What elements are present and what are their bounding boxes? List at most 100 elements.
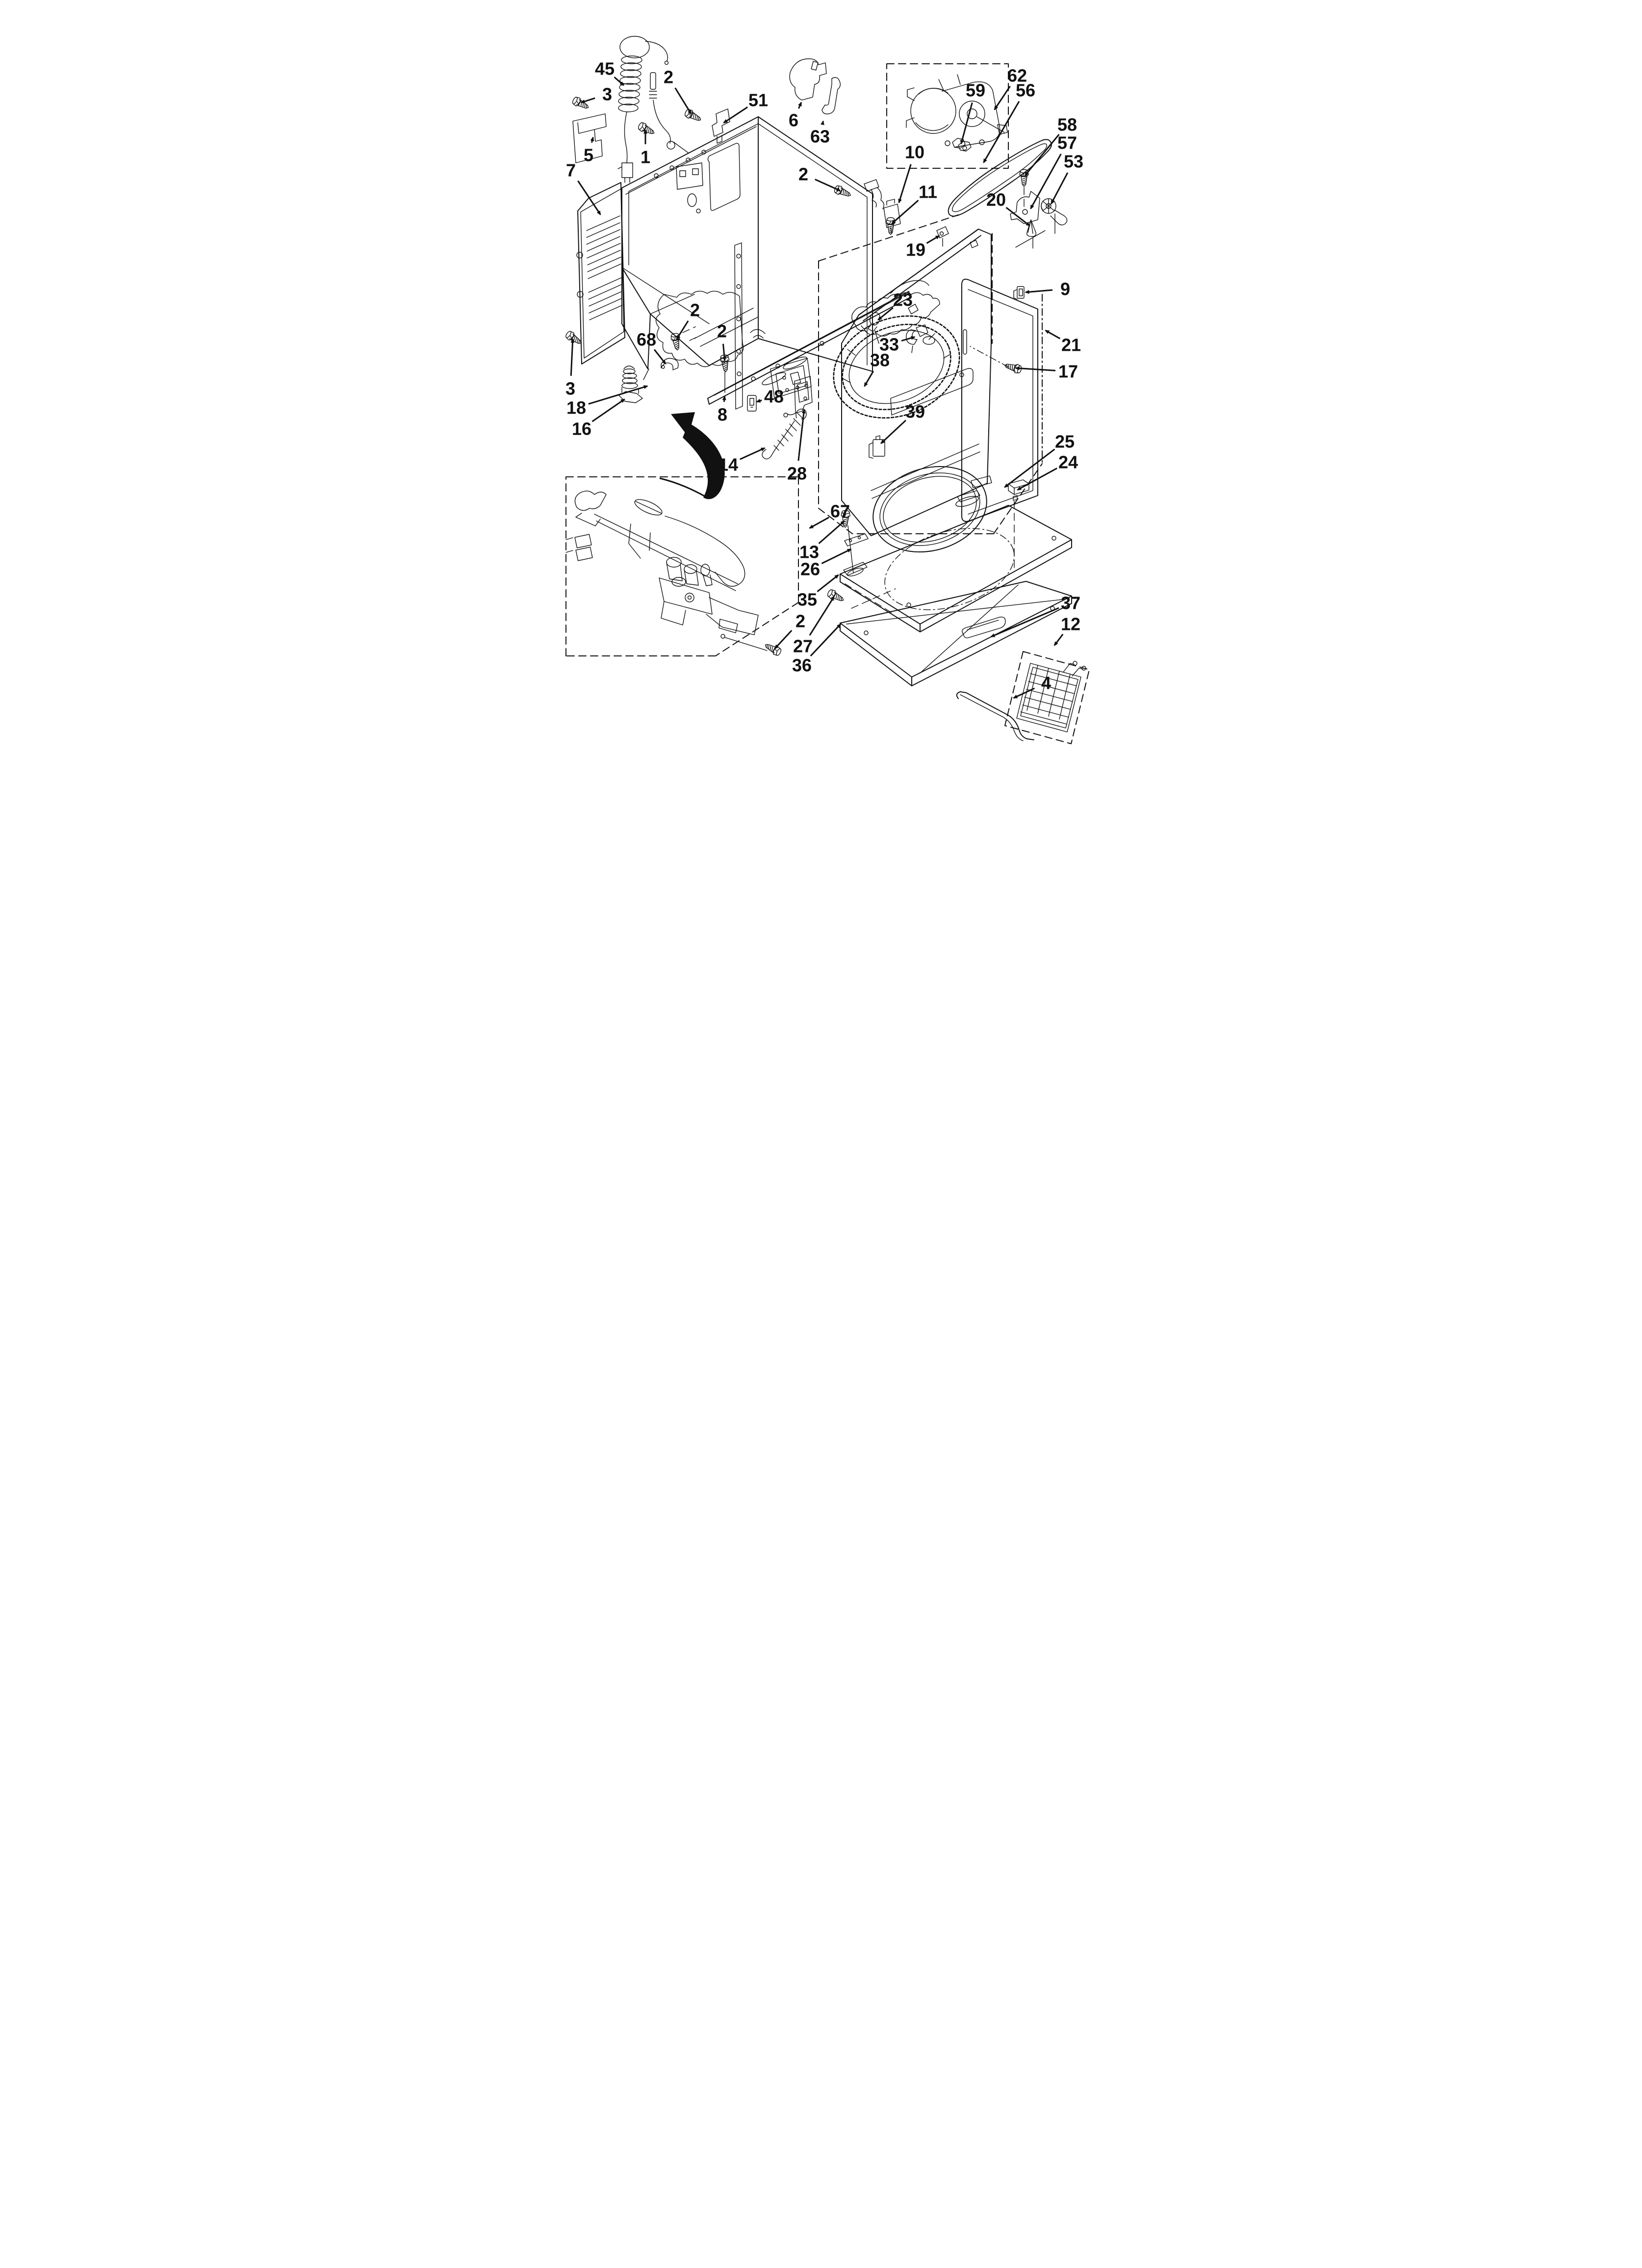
left-side-panel [576,182,625,365]
callout-arrow-58 [1024,134,1060,176]
clip-39 [869,435,885,459]
glide-48 [747,395,757,412]
felt-seal-outer [833,315,960,419]
callout-arrow-56 [983,101,1020,163]
callout-number-33: 33 [879,335,899,355]
callout-number-4: 4 [1041,673,1051,693]
callout-number-57: 57 [1057,133,1077,153]
base-panel [840,581,1072,686]
callout-arrow-67 [809,517,829,529]
callout-number-68: 68 [637,330,656,350]
callout-number-28: 28 [787,464,807,484]
callout-arrow-24 [1017,468,1057,491]
callout-number-35: 35 [797,590,817,610]
callout-number-6: 6 [789,110,798,130]
sensor-probe [649,72,689,154]
callout-number-2: 2 [664,67,673,87]
callout-number-14: 14 [718,455,738,475]
clip-9 [1013,286,1025,300]
callout-number-53: 53 [1064,152,1083,172]
thermostat [676,162,703,213]
callout-arrow-48 [756,399,762,403]
callout-arrow-68 [653,349,667,365]
bracket-6 [789,58,827,101]
callout-arrow-36 [810,624,842,657]
callout-number-58: 58 [1057,115,1077,135]
callout-number-19: 19 [906,240,925,260]
callout-number-48: 48 [764,387,784,407]
screw [669,332,683,351]
burner-inset-box [565,476,799,656]
callout-arrow-62 [994,85,1011,110]
screw [637,121,657,138]
callout-number-17: 17 [1058,362,1078,382]
callout-number-9: 9 [1060,279,1070,299]
callout-arrow-16 [591,398,625,422]
callout-number-36: 36 [792,655,812,676]
callout-number-1: 1 [641,147,650,167]
callout-arrow-9 [1025,289,1053,294]
callout-number-63: 63 [810,127,830,147]
callout-number-26: 26 [800,559,820,579]
screw [571,95,591,112]
callout-number-38: 38 [870,350,890,370]
callout-number-2: 2 [690,300,700,320]
callout-number-20: 20 [986,190,1006,210]
callout-arrow-21 [1045,330,1061,339]
drum-opening [848,330,945,404]
callout-number-27: 27 [793,636,813,656]
callout-arrow-14 [740,447,766,460]
big-curved-arrow [659,412,725,499]
cover-plate [572,113,607,163]
bulkhead-dashed-boundary [818,214,1043,534]
callout-arrow-3 [570,338,575,376]
callout-number-51: 51 [748,90,768,110]
callout-number-18: 18 [566,398,586,418]
callout-number-59: 59 [966,80,985,101]
hook-63 [821,77,841,115]
callout-number-21: 21 [1061,335,1081,355]
clip-51 [712,108,730,144]
callout-number-7: 7 [566,160,576,181]
callout-arrow-7 [577,180,601,215]
callout-arrow-59 [960,102,973,145]
callout-number-2: 2 [795,611,805,631]
insulation-blob [851,292,940,337]
callout-arrow-35 [817,574,839,593]
screw [833,184,853,200]
callout-arrow-6 [798,102,802,109]
hinge-bracket [783,376,813,417]
callout-arrow-39 [880,419,906,444]
callout-arrow-10 [898,164,912,204]
callout-arrow-2 [815,179,841,192]
leveling-leg [618,365,643,403]
idler-roller [1041,198,1068,226]
heater-frame-4 [956,691,1034,740]
clamp-33 [906,324,935,353]
callout-arrow-3 [580,97,595,104]
callout-arrow-12 [1053,633,1064,646]
callout-number-13: 13 [799,542,819,562]
callout-arrow-26 [821,548,852,564]
power-cord [617,36,669,183]
callout-number-3: 3 [565,379,575,399]
top-panel [840,490,1072,632]
callout-arrow-13 [818,520,845,544]
callout-arrow-23 [877,307,894,321]
door-gasket [872,466,992,553]
callout-arrow-25 [1004,448,1055,488]
callout-arrow-27 [809,596,835,636]
callout-arrow-45 [614,77,624,86]
callout-arrow-38 [864,370,874,387]
callout-arrow-11 [891,200,919,225]
callout-number-62: 62 [1007,66,1027,86]
callout-number-2: 2 [717,321,727,341]
callout-number-3: 3 [602,84,612,104]
motor-box [886,63,1009,169]
motor [906,74,1008,148]
gas-burner-assembly [565,491,759,639]
torn-edge-blob [655,290,744,367]
callout-arrow-18 [588,385,648,405]
